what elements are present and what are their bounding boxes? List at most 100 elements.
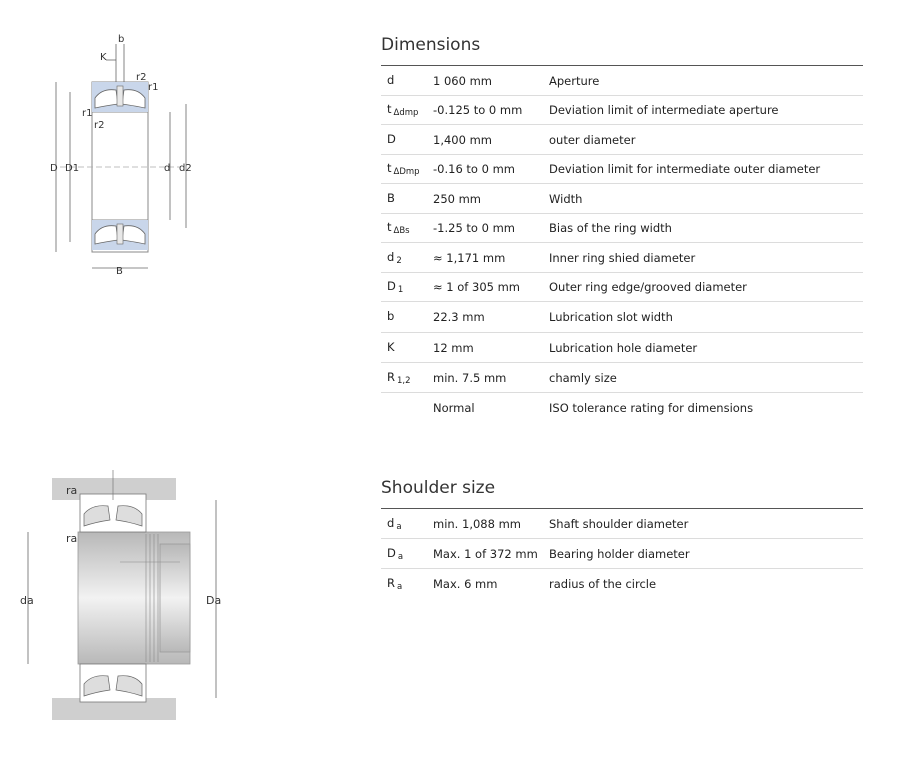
label-ra-mid: ra [66,532,77,545]
label-D: D [50,163,58,174]
dimensions-title-rule [381,65,863,66]
row-symbol: D [381,132,433,148]
row-value: min. 7.5 mm [433,370,507,385]
row-symbol-subscript: a [397,551,404,562]
row-value: -0.16 to 0 mm [433,162,515,176]
row-description: Shaft shoulder diameter [549,516,689,531]
bearing-top [79,470,147,533]
label-ra-top: ra [66,484,77,497]
row-symbol-subscript: 1 [397,285,404,295]
row-symbol-main: R [387,576,395,590]
row-value: ≈ 1,171 mm [433,250,506,265]
row-description: Bearing holder diameter [549,546,690,561]
row-value: min. 1,088 mm [433,516,521,531]
row-symbol-subscript: ΔDmp [393,167,420,177]
label-b: b [118,34,124,45]
row-symbol-main: K [387,339,395,354]
row-symbol: K [381,340,433,356]
row-value: 250 mm [433,191,482,206]
row-description: Lubrication hole diameter [549,340,698,355]
row-symbol-main: D [387,131,396,146]
shoulder-title-rule [381,508,863,509]
row-symbol-subscript: a [397,582,403,592]
label-r2-inner: r2 [94,120,104,131]
row-description: Outer ring edge/grooved diameter [549,280,747,294]
row-description: radius of the circle [549,577,657,591]
row-description: Deviation limit for intermediate outer d… [549,162,821,176]
row-symbol-subscript: ΔBs [393,226,410,236]
label-r1-left: r1 [82,108,92,119]
row-symbol-main: d [387,249,395,264]
row-symbol [381,400,433,416]
label-K: K [100,52,107,63]
row-symbol-main: B [387,190,395,205]
row-symbol-subscript: a [396,521,402,532]
table-row: D 1,400 mm outer diameter [381,125,863,155]
row-description: outer diameter [549,132,636,147]
row-value: 1,400 mm [433,132,492,147]
row-description: Aperture [549,73,600,88]
label-B: B [116,266,123,277]
label-r2-top: r2 [136,72,146,83]
row-value: ≈ 1 of 305 mm [433,280,521,294]
row-value: -0.125 to 0 mm [433,103,523,117]
shoulder-mounting-diagram: ra ra da Da [10,470,230,725]
row-symbol: B [381,191,433,207]
row-value: Max. 1 of 372 mm [433,546,538,561]
bearing-cross-section-diagram: b K r2 r1 r1 r2 D D1 d d2 B [40,30,200,280]
row-symbol: b [381,309,433,325]
row-value: -1.25 to 0 mm [433,221,515,235]
row-description: Lubrication slot width [549,310,673,324]
label-d: d [164,163,170,174]
label-Da: Da [206,594,221,607]
bottom-roller-section [92,220,148,250]
row-value: 12 mm [433,340,474,355]
row-description: Bias of the ring width [549,221,672,235]
row-symbol-main: t [387,161,392,175]
row-symbol-main: d [387,72,395,87]
row-symbol-main: D [387,279,396,293]
label-D1: D1 [65,163,79,174]
bearing-diagram-svg: b K r2 r1 r1 r2 D D1 d d2 B [50,34,192,277]
row-value: Max. 6 mm [433,577,498,591]
row-value: 22.3 mm [433,310,485,324]
row-symbol-main: t [387,220,392,234]
label-d2: d2 [179,163,192,174]
row-symbol-subscript: 1,2 [397,375,411,386]
housing-bottom [52,698,176,720]
row-symbol-main: d [387,515,395,530]
row-symbol-main: t [387,102,392,116]
label-da: da [20,594,34,607]
row-description: Width [549,191,583,206]
row-description: chamly size [549,370,617,385]
bearing-bottom [79,663,147,703]
table-row: B 250 mm Width [381,184,863,214]
table-row: K 12 mm Lubrication hole diameter [381,333,863,363]
label-r1-right: r1 [148,82,158,93]
mounting-diagram-svg: ra ra da Da [20,470,221,720]
row-symbol-subscript: Δdmp [393,108,419,118]
row-symbol-main: R [387,369,395,384]
